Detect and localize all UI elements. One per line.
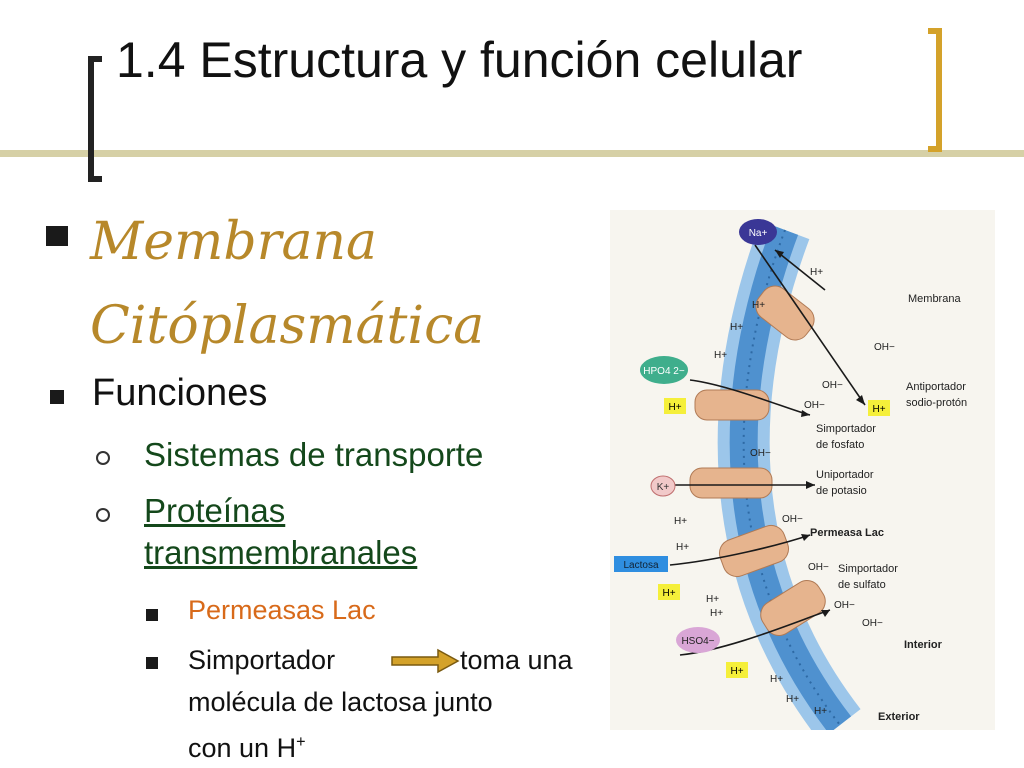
funciones-item: Funciones [92,372,268,414]
proton-label: H+ [810,267,823,278]
proton-box [726,662,748,678]
proteinas-line-2: transmembranales [144,534,418,571]
permeasas-item: Permeasas Lac [188,595,376,625]
arrowhead [856,395,865,405]
exterior-label: Exterior [878,711,920,723]
proton-boxes: H+ H+ H+ H+ [658,398,890,678]
potassium-label: K+ [657,482,670,493]
proton-label: H+ [786,694,799,705]
arrowhead [806,481,815,489]
proton-label: H+ [730,322,743,333]
right-bracket-decoration [928,28,942,152]
proton-box-label: H+ [668,402,681,413]
bullet-ring-icon [96,508,110,522]
arrow-lactose [669,534,811,566]
potassium-uniporter-protein [689,467,773,499]
proton-label: H+ [710,608,723,619]
proton-label: H+ [770,674,783,685]
proteinas-item: Proteínas transmembranales [144,490,417,574]
uniportador-label-2: de potasio [816,485,867,497]
molecula-line: molécula de lactosa junto [188,687,493,717]
arrowhead [801,410,810,417]
phosphate-ion [640,356,688,384]
sulfate-label: HSO4− [681,636,714,647]
simp-fosfato-label-2: de fosfato [816,439,864,451]
phosphate-label: HPO4 2− [643,366,685,377]
heading-line-1: Membrana [90,212,377,272]
transport-labels: Membrana Antiportador sodio-protón Simpo… [810,293,967,723]
antiportador-label-2: sodio-protón [906,397,967,409]
arrow-sodium [754,244,866,406]
interior-label: Interior [904,639,943,651]
sulfate-symporter-protein [760,580,826,636]
lactose-box [614,556,668,572]
con-un-line: con un H+ [188,726,306,765]
proton-label: H+ [706,594,719,605]
permeasa-label: Permeasa Lac [810,527,884,539]
proton-box-label: H+ [662,588,675,599]
uniportador-label-1: Uniportador [816,469,874,481]
membrane-transport-diagram: Na+ HPO4 2− K+ Lactosa HSO4− H+ H+ H+ H+… [610,210,995,730]
phosphate-symporter-protein [694,389,770,421]
hydroxide-label: OH− [804,400,825,411]
title-underline-bar [0,150,1024,157]
simp-sulfato-label-1: Simportador [838,563,898,575]
proton-label: H+ [714,350,727,361]
sulfate-ion [676,627,720,653]
hydroxide-label: OH− [862,618,883,629]
free-ion-labels: H+ H+ H+ H+ H+ H+ H+ H+ H+ H+ H+ OH− OH−… [674,267,895,717]
proton-box-label: H+ [730,666,743,677]
simportador-label: Simportador [188,645,336,675]
toma-label: toma una [460,645,573,675]
proton-box [664,398,686,414]
proteinas-line-1: Proteínas [144,492,286,529]
membrana-label: Membrana [908,293,961,305]
hydroxide-label: OH− [808,562,829,573]
hydroxide-label: OH− [834,600,855,611]
arrow-heads [775,250,865,617]
slide-title: 1.4 Estructura y función celular [116,32,803,88]
simp-sulfato-label-2: de sulfato [838,579,886,591]
proton-box [868,400,890,416]
right-arrow-icon [391,648,460,674]
simp-fosfato-label-1: Simportador [816,423,876,435]
membrane-heading: Membrana Citóplasmática [90,200,610,368]
hydroxide-label: OH− [750,448,771,459]
arrowhead [775,250,784,258]
proton-box [658,584,680,600]
h-plus-superscript: + [296,733,306,751]
bullet-square-icon [146,657,158,669]
lactose-label: Lactosa [623,560,658,571]
con-un-text: con un H [188,733,297,763]
bullet-square-icon [50,390,64,404]
proton-label: H+ [676,542,689,553]
arrowhead [821,610,830,617]
proton-label: H+ [752,300,765,311]
hydroxide-label: OH− [782,514,803,525]
proton-label: H+ [814,706,827,717]
hydroxide-label: OH− [822,380,843,391]
bullet-square-icon [46,226,68,246]
antiportador-label-1: Antiportador [906,381,966,393]
bullet-ring-icon [96,451,110,465]
arrowhead [801,534,810,541]
sodium-ion [739,219,777,245]
hydroxide-label: OH− [874,342,895,353]
proton-label: H+ [674,516,687,527]
antiporter-protein [755,285,815,341]
proton-box-label: H+ [872,404,885,415]
sodium-label: Na+ [749,228,768,239]
heading-line-2: Citóplasmática [90,296,485,356]
sistemas-item: Sistemas de transporte [144,436,484,473]
potassium-ion [650,475,676,497]
bullet-square-icon [146,609,158,621]
arrow-proton-out [774,249,826,291]
left-bracket-decoration [88,56,102,182]
